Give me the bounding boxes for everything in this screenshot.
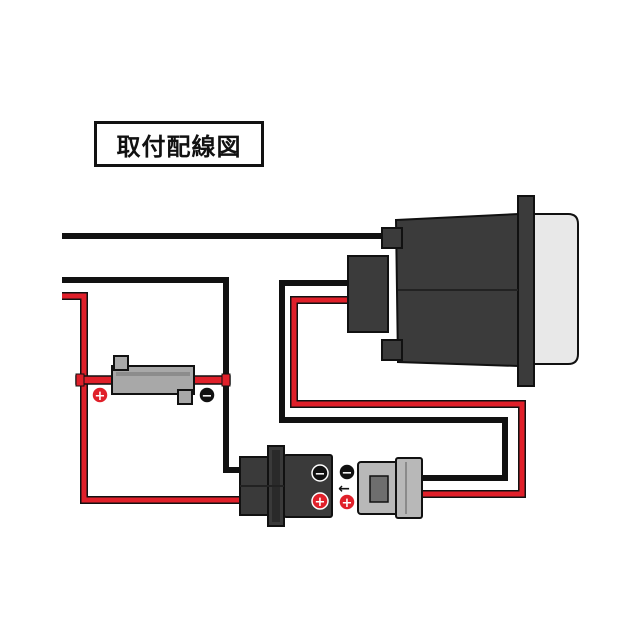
title-box: 取付配線図 xyxy=(94,121,264,167)
resistor-plus-label: + xyxy=(95,389,106,404)
harness-connector xyxy=(239,445,333,527)
device-connector xyxy=(357,457,423,519)
resistor-minus-label: − xyxy=(202,389,213,404)
device-minus-label: − xyxy=(342,466,353,481)
harness-plus-icon: + xyxy=(311,492,329,510)
black-wire-lamp-return xyxy=(279,280,508,481)
red-wire-harness-plus xyxy=(62,293,240,503)
insert-arrow-icon: ← xyxy=(338,481,350,497)
device-plus-icon: + xyxy=(338,493,356,511)
device-plus-label: + xyxy=(342,496,353,511)
device-minus-icon: − xyxy=(338,463,356,481)
lamp-plug xyxy=(347,255,389,333)
harness-minus-icon: − xyxy=(311,464,329,482)
red-wires xyxy=(62,292,526,504)
diagram-title: 取付配線図 xyxy=(116,132,242,161)
lamp-flange xyxy=(517,195,535,387)
red-wire-lamp-plus xyxy=(291,297,525,497)
resistor-minus-icon: − xyxy=(198,386,216,404)
resistor-plus-icon: + xyxy=(91,386,109,404)
harness-minus-label: − xyxy=(315,467,326,482)
insert-arrow: ← xyxy=(338,481,350,497)
lamp-lens xyxy=(531,213,579,365)
harness-plus-label: + xyxy=(315,495,326,510)
lamp-assembly xyxy=(347,195,579,387)
resistor xyxy=(75,355,231,405)
